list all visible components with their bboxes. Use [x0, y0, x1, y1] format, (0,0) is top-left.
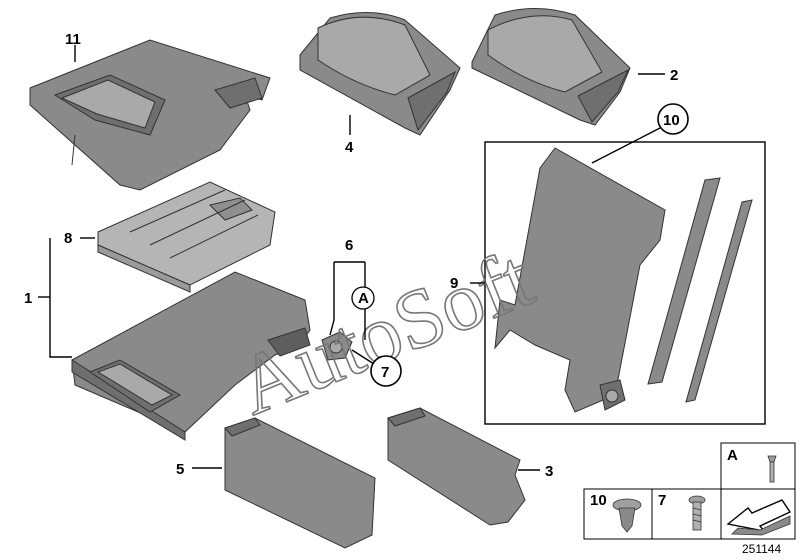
part-2-armrest-pad [471, 8, 631, 126]
screw-icon [688, 495, 706, 531]
push-clip-icon [612, 498, 642, 533]
part-1-console [71, 271, 311, 441]
callout-7: 7 [381, 364, 389, 381]
callout-circle-a [351, 286, 375, 310]
diagram-number: 251144 [742, 542, 781, 556]
rivet-icon [767, 455, 777, 483]
part-5-cover-panel [224, 417, 376, 549]
callout-a: A [358, 290, 369, 307]
part-9-bracket [494, 147, 666, 413]
callout-6: 6 [345, 237, 353, 254]
part-6-clip [321, 331, 353, 361]
callout-10: 10 [663, 112, 680, 129]
callout-5: 5 [176, 461, 184, 478]
callout-11: 11 [65, 31, 81, 48]
watermark-text: AutoSoft [225, 232, 545, 434]
leader-lines [38, 45, 665, 471]
callout-circle-7 [370, 355, 402, 387]
callout-circle-10 [657, 103, 689, 135]
callout-1: 1 [24, 290, 32, 307]
legend-label-10: 10 [590, 492, 607, 509]
callout-9: 9 [450, 275, 458, 292]
callout-8: 8 [64, 230, 72, 247]
callout-4: 4 [345, 139, 354, 156]
part-rails [647, 177, 753, 403]
fastener-legend: A 10 7 [583, 442, 796, 540]
arrow-icon [726, 499, 792, 536]
legend-label-7: 7 [658, 492, 666, 509]
part-8-tray-insert [97, 181, 276, 293]
legend-label-a: A [727, 447, 738, 464]
callout-2: 2 [670, 67, 678, 84]
part-3-cover-panel [387, 407, 526, 526]
callout-3: 3 [545, 463, 553, 480]
part-4-armrest-pad [299, 11, 461, 136]
part-11-lid [29, 39, 271, 191]
